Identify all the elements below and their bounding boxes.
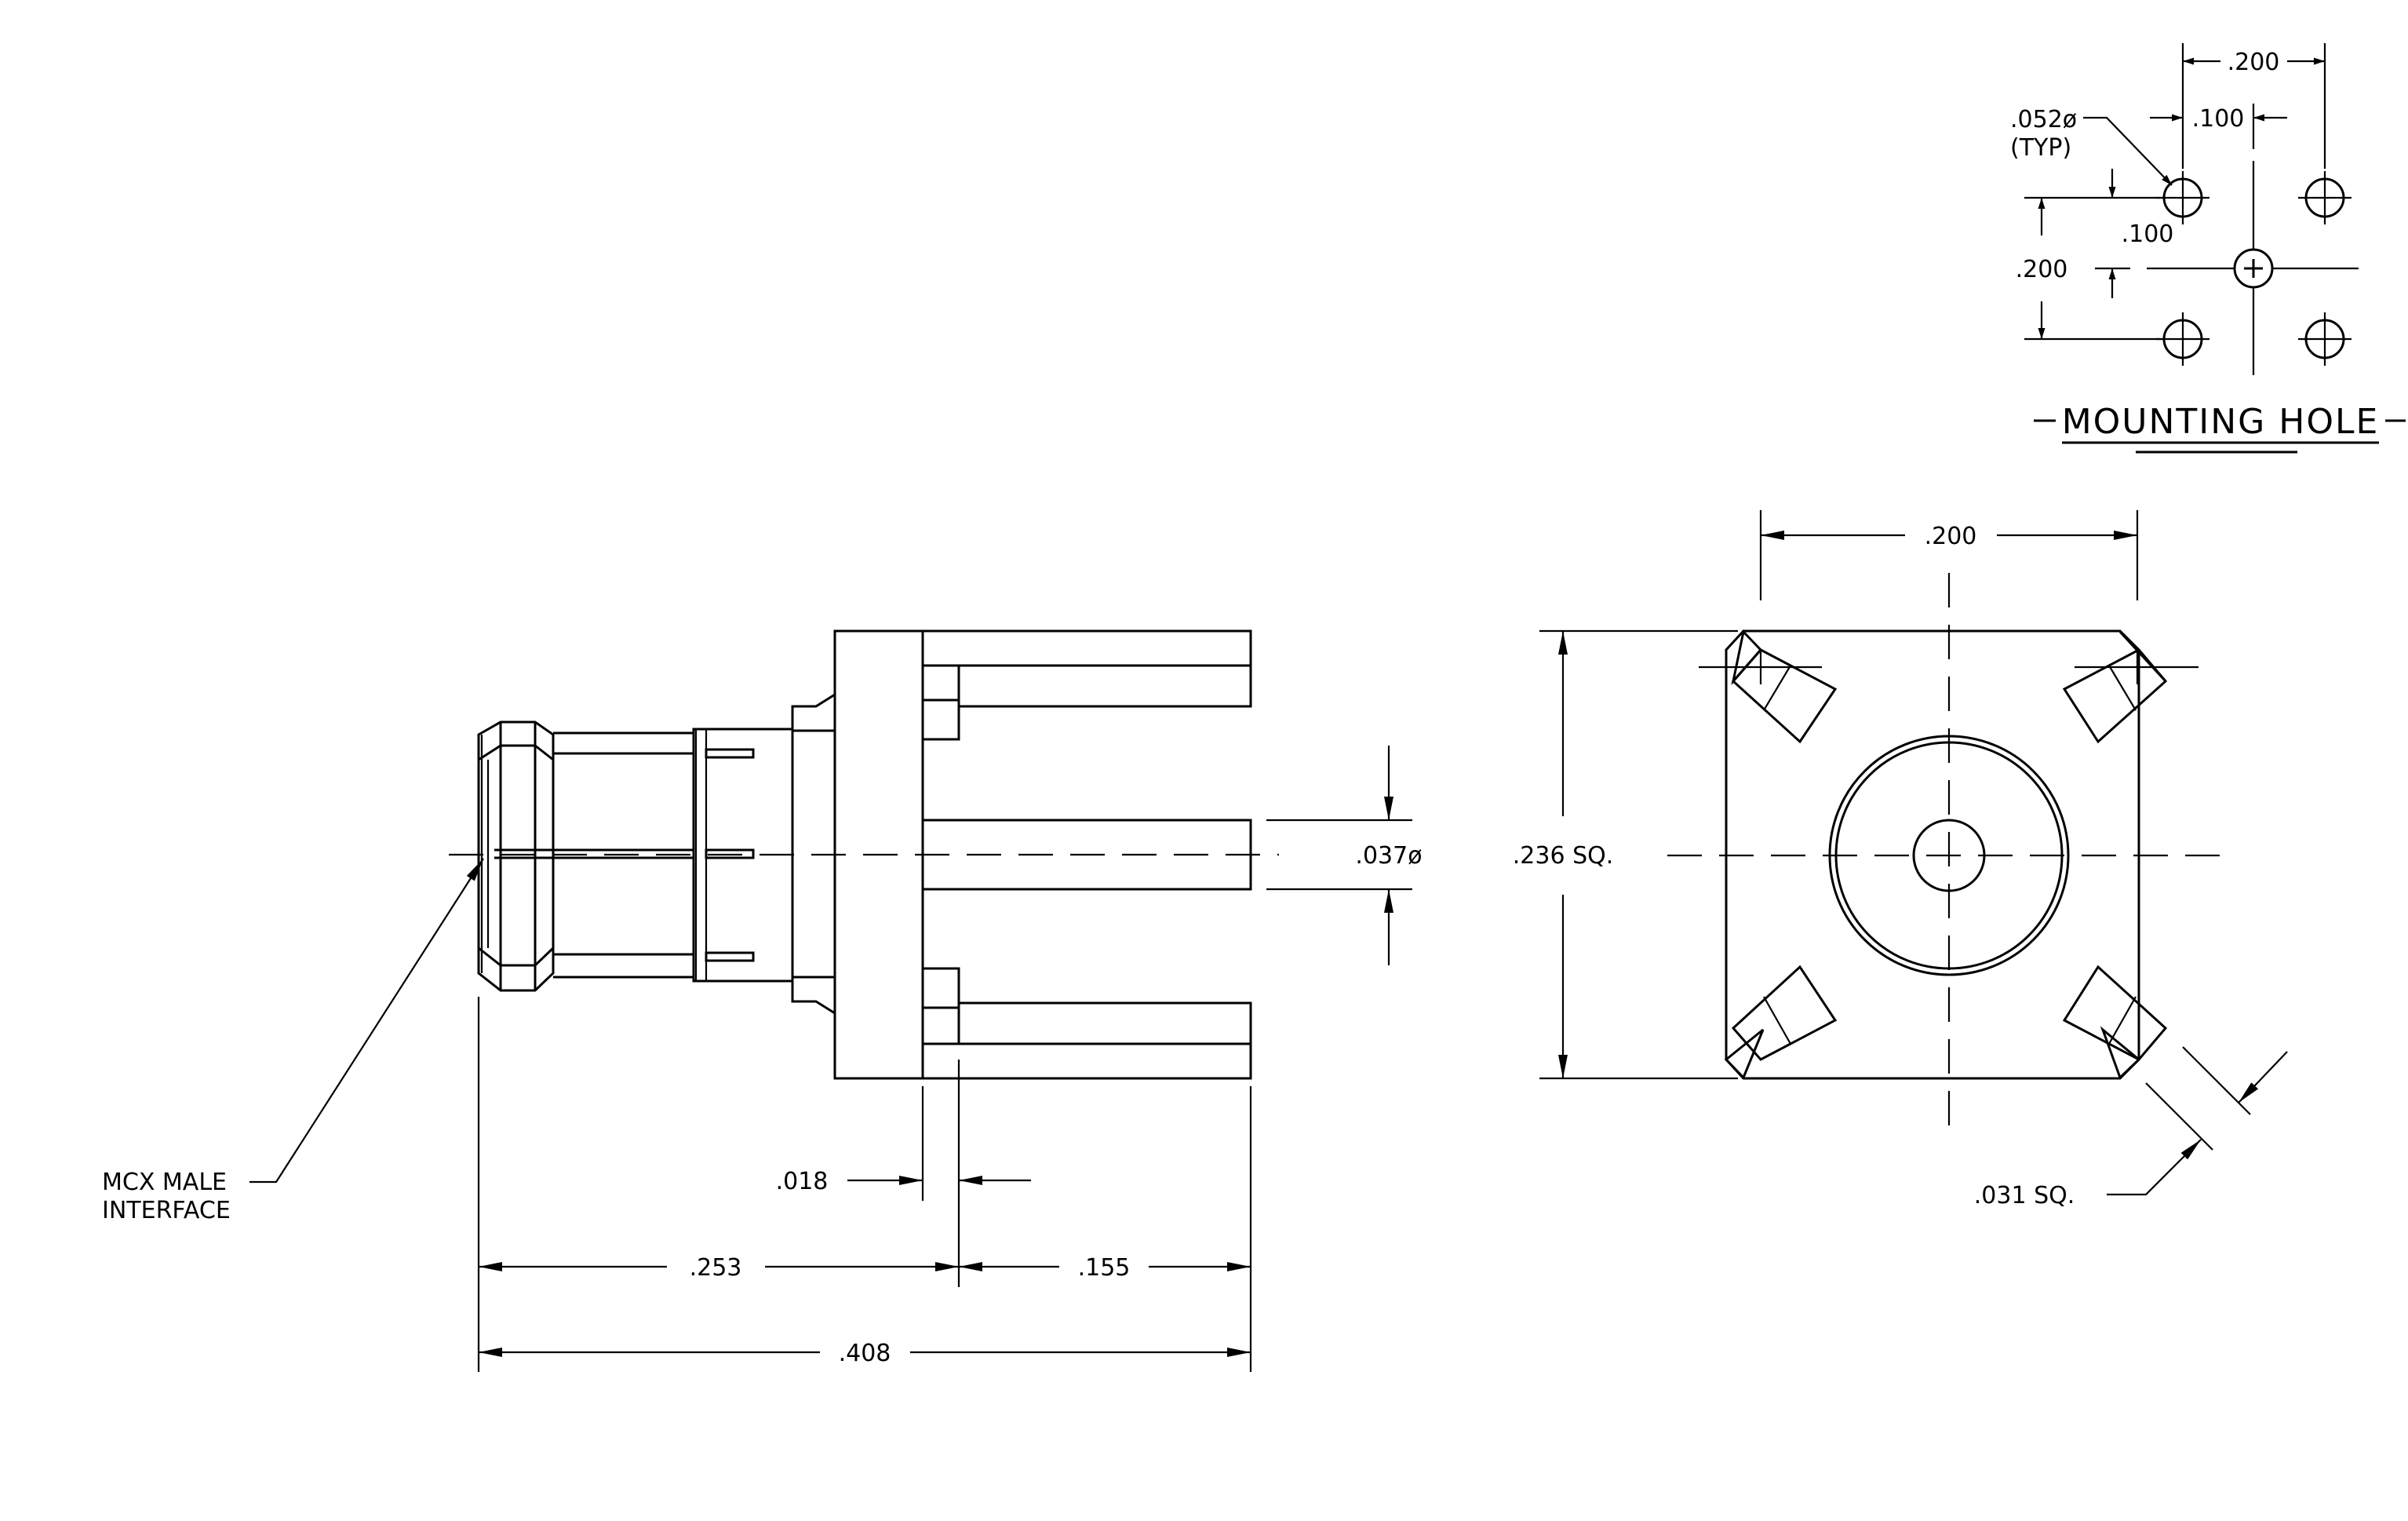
pin-top-outer xyxy=(921,629,1252,667)
mounting-hole-pattern xyxy=(2147,161,2359,375)
dim-pin-diameter: .037ø xyxy=(1355,842,1422,870)
dim-end-width: .200 xyxy=(1925,523,1977,550)
hole-center xyxy=(2147,161,2359,375)
hole-bottom-left xyxy=(2156,312,2209,366)
dim-408: .408 xyxy=(839,1340,891,1367)
mounting-top-dimensions: .200 .100 xyxy=(2150,43,2326,169)
dim-left-100: .100 xyxy=(2122,221,2174,248)
mounting-hole-title-text: MOUNTING HOLE xyxy=(2062,402,2380,442)
mounting-left-dimensions: .200 .100 xyxy=(2016,169,2174,341)
leg-square-dimension: .031 SQ. xyxy=(1974,1046,2288,1209)
connector-barrel xyxy=(494,728,794,983)
interface-label-line1: MCX MALE xyxy=(102,1169,227,1196)
dim-155: .155 xyxy=(1078,1254,1131,1282)
side-view: .037ø MCX MALE INTERFACE .018 .253 .155 xyxy=(102,629,1423,1372)
hole-diameter-callout: .052ø (TYP) xyxy=(2010,106,2173,186)
end-view-height-dimension: .236 SQ. xyxy=(1513,629,1738,1080)
hole-diameter-label: .052ø xyxy=(2010,106,2077,133)
dim-end-height: .236 SQ. xyxy=(1513,842,1614,870)
mcx-interface-callout: MCX MALE INTERFACE xyxy=(102,858,484,1224)
pin-bottom xyxy=(957,1001,1252,1045)
dim-left-200: .200 xyxy=(2016,256,2068,283)
corner-leg-bottom-left xyxy=(1724,965,1838,1080)
corner-leg-top-left xyxy=(1699,629,1838,744)
hole-bottom-right xyxy=(2298,312,2352,366)
end-view-width-dimension: .200 xyxy=(1759,510,2139,600)
side-view-dimensions: .018 .253 .155 .408 xyxy=(477,997,1252,1372)
dim-leg-square: .031 SQ. xyxy=(1974,1182,2075,1209)
dim-253: .253 xyxy=(690,1254,742,1282)
corner-leg-top-right xyxy=(2062,630,2199,744)
hole-typ-label: (TYP) xyxy=(2010,134,2071,162)
dim-018: .018 xyxy=(776,1168,829,1195)
pin-bottom-outer xyxy=(921,1042,1252,1080)
end-view: .200 .236 SQ. .031 SQ. xyxy=(1513,510,2288,1209)
hole-top-left xyxy=(2156,171,2209,224)
interface-label-line2: INTERFACE xyxy=(102,1197,231,1224)
pin-diameter-dimension: .037ø xyxy=(1266,746,1423,965)
mcx-male-interface-body xyxy=(477,720,555,992)
dim-top-100: .100 xyxy=(2192,105,2245,133)
pin-top xyxy=(957,664,1252,708)
mounting-hole-title: MOUNTING HOLE xyxy=(2034,402,2406,454)
dim-top-200: .200 xyxy=(2228,49,2280,76)
hole-top-right xyxy=(2298,171,2352,224)
mounting-hole-detail: .200 .100 .052ø (TYP) .200 .100 MOUNTIN xyxy=(2010,43,2406,454)
corner-leg-bottom-right xyxy=(2062,965,2168,1080)
